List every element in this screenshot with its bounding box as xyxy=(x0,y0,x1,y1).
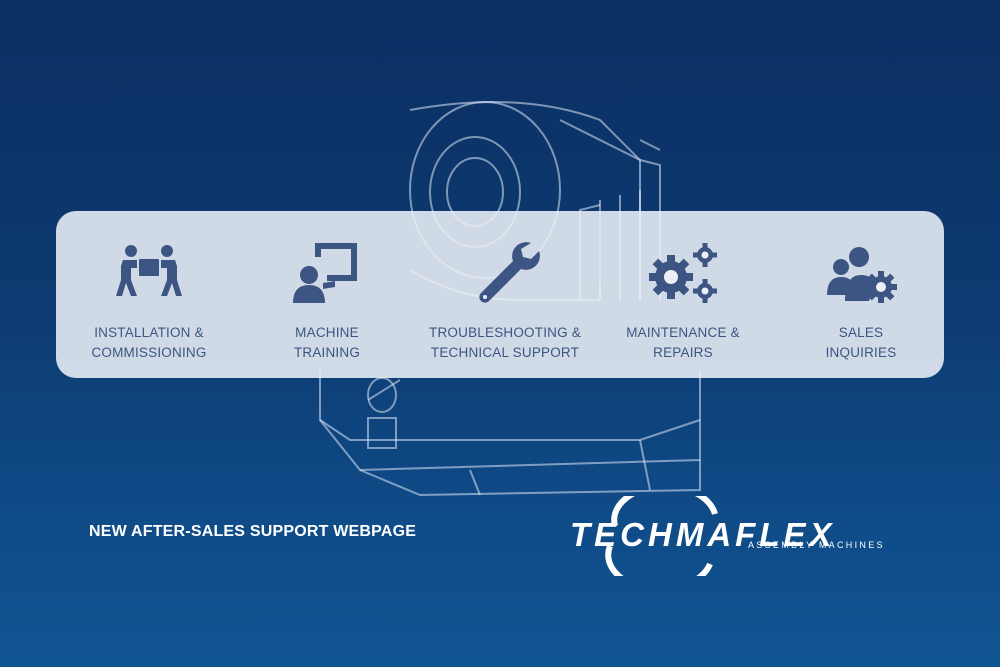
service-troubleshooting[interactable]: TROUBLESHOOTING & TECHNICAL SUPPORT xyxy=(416,211,594,378)
service-training[interactable]: MACHINE TRAINING xyxy=(238,211,416,378)
service-sales[interactable]: SALES INQUIRIES xyxy=(772,211,950,378)
service-label: TROUBLESHOOTING & TECHNICAL SUPPORT xyxy=(429,325,581,360)
techmaflex-logo: TECHMAFLEX ASSEMBLY MACHINES xyxy=(560,496,890,576)
service-label: SALES INQUIRIES xyxy=(825,325,897,360)
gears-icon xyxy=(649,243,717,303)
headline: NEW AFTER-SALES SUPPORT WEBPAGE xyxy=(89,523,417,540)
wrench-icon xyxy=(479,242,540,303)
presentation-screen-icon xyxy=(293,243,357,303)
service-label: MACHINE TRAINING xyxy=(293,325,361,360)
service-label: INSTALLATION & COMMISSIONING xyxy=(91,325,207,360)
people-carrying-box-icon xyxy=(116,245,182,296)
logo-emblem-icon xyxy=(605,496,718,576)
services-card: INSTALLATION & COMMISSIONING MACHINE TRA… xyxy=(56,211,944,378)
service-installation[interactable]: INSTALLATION & COMMISSIONING xyxy=(60,211,238,378)
logo-name: TECHMAFLEX xyxy=(570,516,836,553)
service-maintenance[interactable]: MAINTENANCE & REPAIRS xyxy=(594,211,772,378)
service-label: MAINTENANCE & REPAIRS xyxy=(626,325,740,360)
people-gear-icon xyxy=(827,247,897,303)
logo-tagline: ASSEMBLY MACHINES xyxy=(748,540,885,550)
